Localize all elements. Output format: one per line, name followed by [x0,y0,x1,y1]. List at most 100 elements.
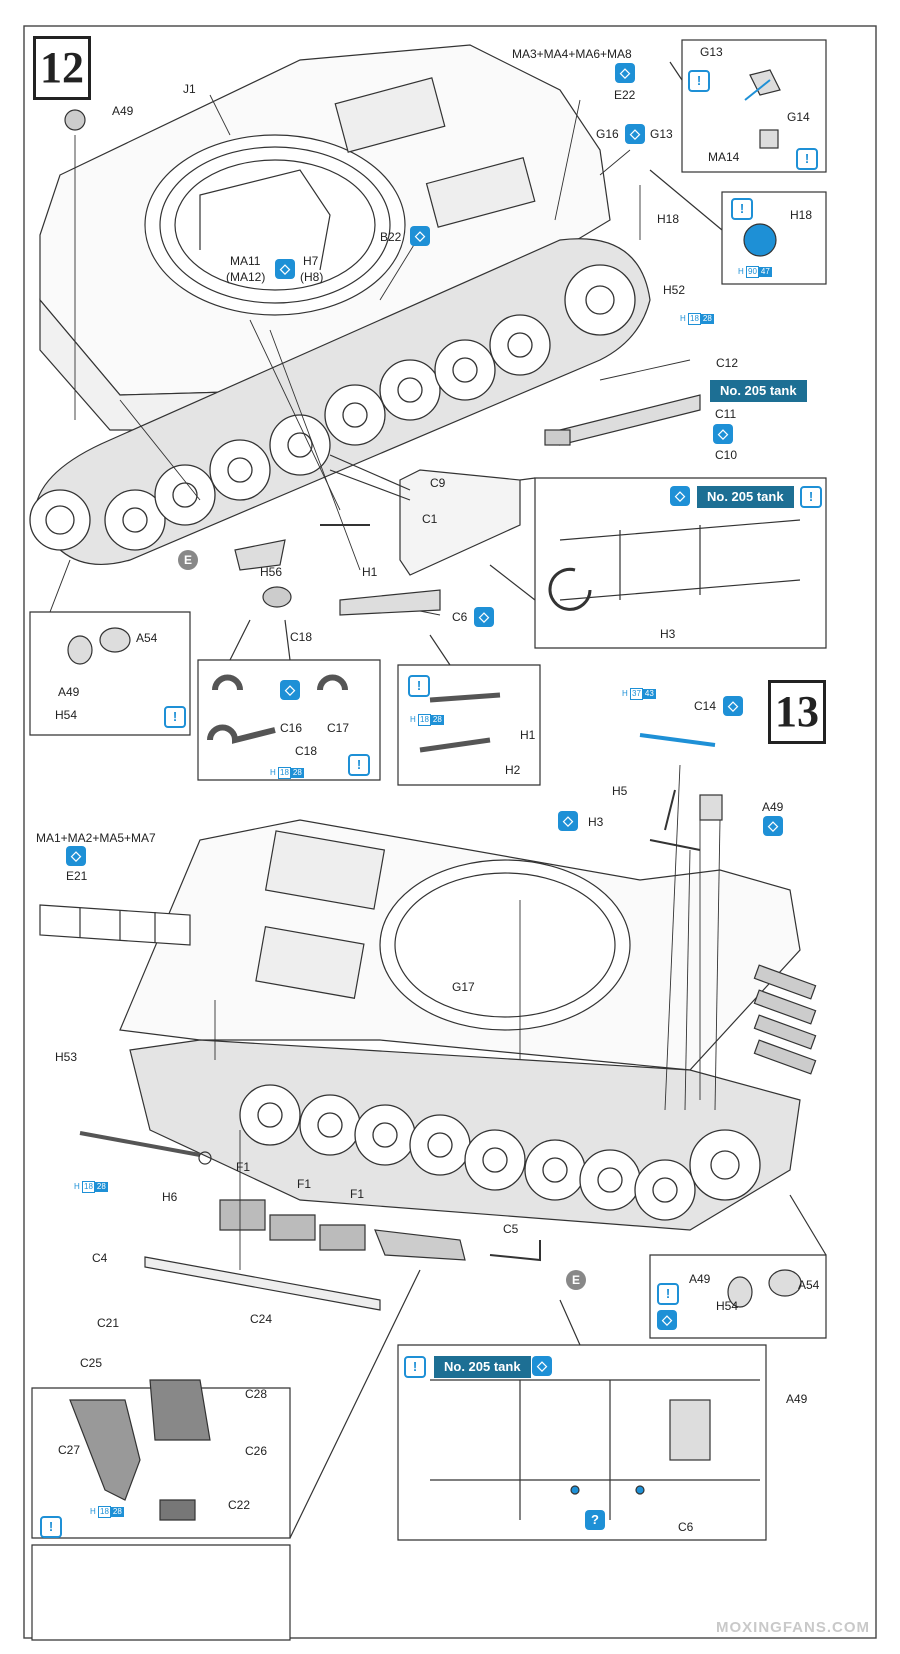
detail-icon: ◇ [275,259,295,279]
label-h52: H52 [663,283,686,297]
label-h8: (H8) [300,270,324,284]
label-a49-detail-13: A49 [689,1272,711,1286]
detail-icon: ◇ [657,1310,677,1330]
cement-icon: ! [731,198,753,220]
label-g14: G14 [787,110,810,124]
label-c9: C9 [430,476,446,490]
cement-icon: ! [688,70,710,92]
banner-no-205-tank: No. 205 tank [434,1356,531,1378]
label-g13: G13 [650,127,673,141]
callout-e: E [566,1270,586,1290]
label-c18-detail: C18 [295,744,318,758]
detail-icon: ◇ [474,607,494,627]
label-c25: C25 [80,1356,103,1370]
label-h2: H2 [505,763,521,777]
label-ma3-ma4-ma6-ma8: MA3+MA4+MA6+MA8 [512,47,632,61]
label-a49-205: A49 [786,1392,808,1406]
detail-icon: ◇ [410,226,430,246]
label-g17: G17 [452,980,475,994]
cement-icon: ! [164,706,186,728]
detail-icon: ◇ [532,1356,552,1376]
detail-icon: ◇ [763,816,783,836]
label-a49-step13: A49 [762,800,784,814]
label-h1-detail: H1 [520,728,536,742]
detail-icon: ◇ [280,680,300,700]
banner-no-205-tank: No. 205 tank [697,486,794,508]
label-h54: H54 [55,708,78,722]
detail-icon: ◇ [558,811,578,831]
label-c5: C5 [503,1222,519,1236]
label-c17: C17 [327,721,350,735]
label-c28: C28 [245,1387,268,1401]
cement-icon: ! [404,1356,426,1378]
label-c11: C11 [715,407,737,421]
label-ma11: MA11 [230,254,261,268]
label-h1: H1 [362,565,378,579]
label-c18: C18 [290,630,313,644]
label-a54: A54 [136,631,158,645]
callout-e: E [178,550,198,570]
label-c27: C27 [58,1443,81,1457]
step-number-12: 12 [33,36,91,100]
label-h3-step13: H3 [588,815,604,829]
label-j1: J1 [183,82,196,96]
label-c14: C14 [694,699,717,713]
label-c1: C1 [422,512,438,526]
label-h6: H6 [162,1190,178,1204]
detail-icon: ◇ [713,424,733,444]
label-h7: H7 [303,254,319,268]
cement-icon: ! [796,148,818,170]
step-number-13: 13 [768,680,826,744]
label-ma14: MA14 [708,150,740,164]
cement-icon: ! [348,754,370,776]
label-c4: C4 [92,1251,108,1265]
label-e21: E21 [66,869,88,883]
banner-no-205-tank: No. 205 tank [710,380,807,402]
label-a49-detail: A49 [58,685,80,699]
detail-icon: ◇ [66,846,86,866]
cement-icon: ! [40,1516,62,1538]
step13-hull-drawing [31,61,827,1641]
label-ma1-ma2-ma5-ma7: MA1+MA2+MA5+MA7 [36,831,156,845]
cement-icon: ! [800,486,822,508]
label-c24: C24 [250,1312,273,1326]
label-h18: H18 [657,212,680,226]
label-h18-detail: H18 [790,208,813,222]
label-c26: C26 [245,1444,268,1458]
label-f1-c: F1 [350,1187,365,1201]
label-f1-b: F1 [297,1177,312,1191]
detail-icon: ◇ [723,696,743,716]
label-c21: C21 [97,1316,120,1330]
cement-icon: ! [408,675,430,697]
label-a54-detail-13: A54 [798,1278,820,1292]
label-c12: C12 [716,356,739,370]
label-c6-205: C6 [678,1520,694,1534]
label-a49: A49 [112,104,134,118]
label-c6: C6 [452,610,468,624]
label-c22: C22 [228,1498,251,1512]
label-ma12: (MA12) [226,270,266,284]
step12-hull-drawing [29,39,827,786]
label-g16: G16 [596,127,619,141]
label-h54-detail-13: H54 [716,1299,739,1313]
label-e22: E22 [614,88,636,102]
label-h3: H3 [660,627,676,641]
detail-icon: ◇ [615,63,635,83]
label-b22: B22 [380,230,402,244]
label-c16: C16 [280,721,303,735]
cement-icon: ! [657,1283,679,1305]
pin-icon: ? [585,1510,605,1530]
label-c10: C10 [715,448,738,462]
detail-icon: ◇ [625,124,645,144]
label-h53: H53 [55,1050,78,1064]
label-g13-top: G13 [700,45,723,59]
detail-icon: ◇ [670,486,690,506]
